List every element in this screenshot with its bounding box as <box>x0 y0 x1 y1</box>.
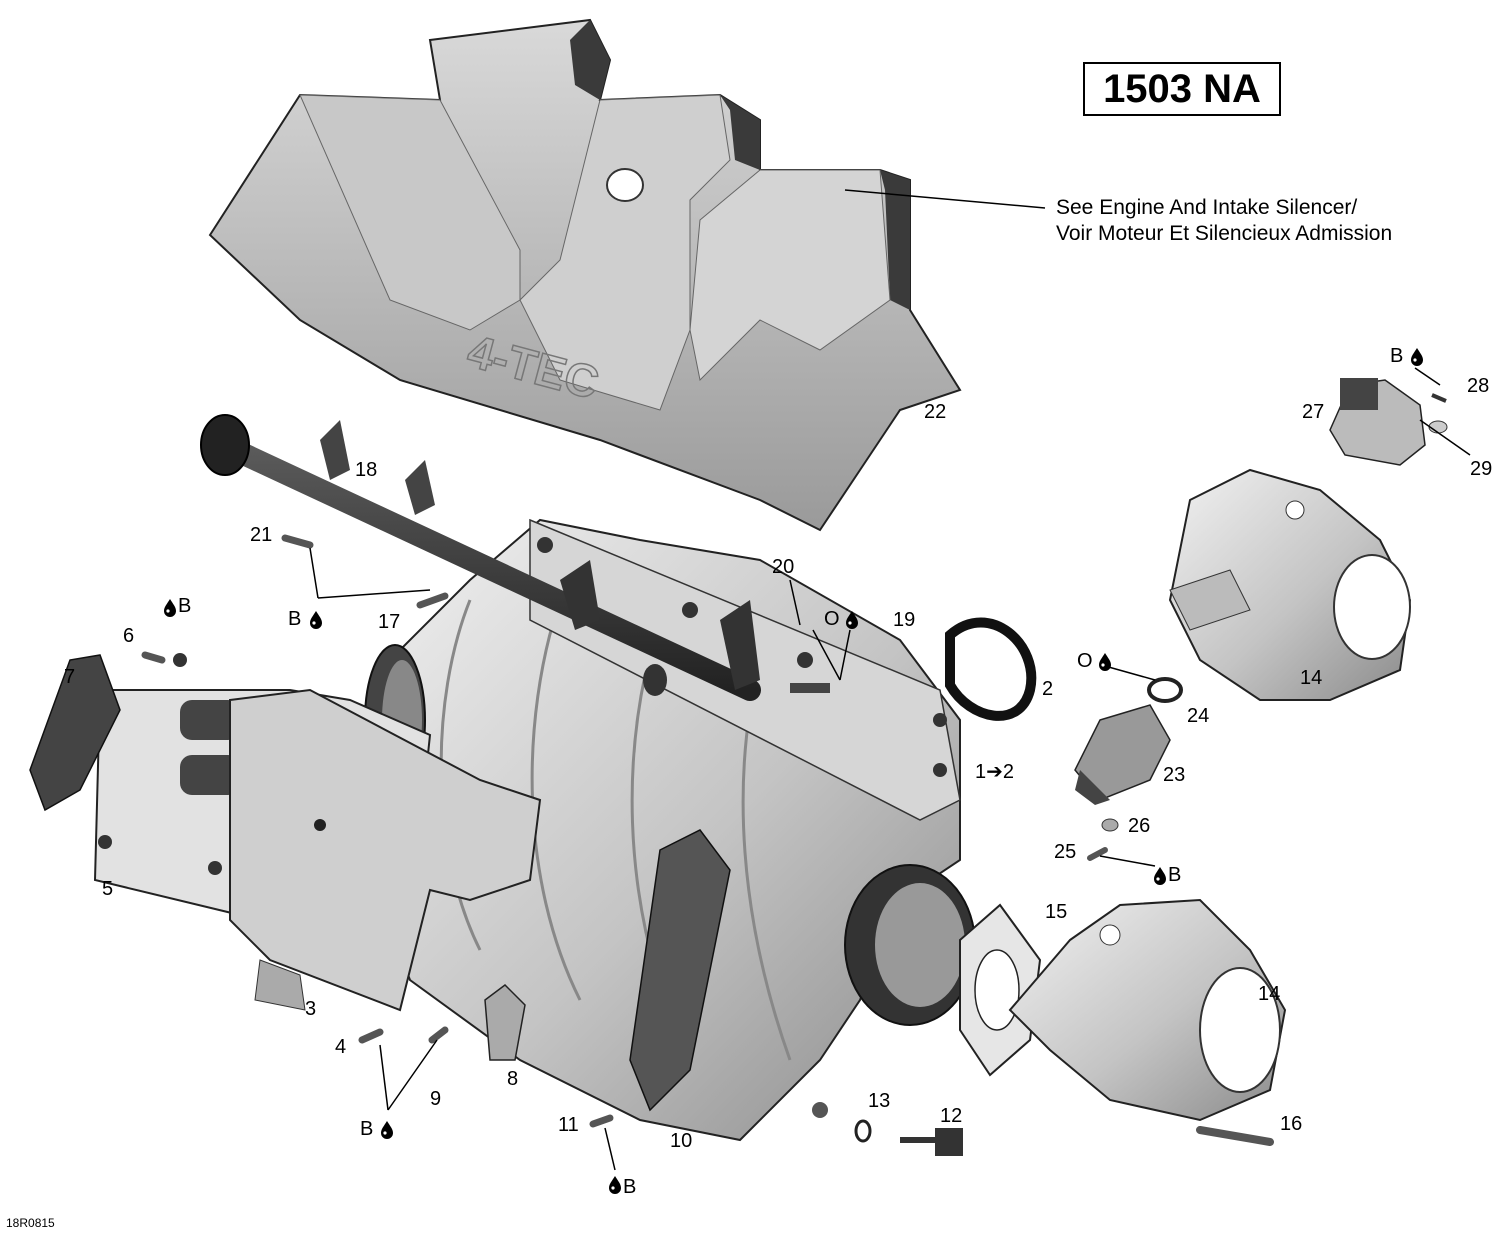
model-code: 1503 NA <box>1103 66 1261 111</box>
reference-note-line-2: Voir Moteur Et Silencieux Admission <box>1056 222 1393 245</box>
callout-24: 24 <box>1187 705 1209 727</box>
drop-icon <box>1154 867 1166 885</box>
callout-20: 20 <box>772 556 794 578</box>
drop-icon <box>1099 653 1111 671</box>
callout-6: 6 <box>123 625 134 647</box>
callout-15: 15 <box>1045 901 1067 923</box>
callout-5: 5 <box>102 878 113 900</box>
lube-mark-20-19: O <box>824 608 858 630</box>
small-bracket <box>484 984 526 1061</box>
svg-text:B: B <box>1168 864 1181 886</box>
lube-mark-21-17: B <box>288 608 322 630</box>
callout-7: 7 <box>64 666 75 688</box>
callout-8: 8 <box>507 1068 518 1090</box>
gasket-ring <box>945 617 1037 721</box>
lube-mark-27: B <box>1390 345 1423 367</box>
lube-mark-24: O <box>1077 650 1111 672</box>
callout-27: 27 <box>1302 401 1324 423</box>
callout-4: 4 <box>335 1036 346 1058</box>
reference-note-line-1: See Engine And Intake Silencer/ <box>1056 196 1358 219</box>
lube-mark-4-9: B <box>360 1118 393 1140</box>
callout-22: 22 <box>924 401 946 423</box>
callout-17: 17 <box>378 611 400 633</box>
svg-text:B: B <box>1390 345 1403 367</box>
fuel-rail <box>200 414 761 701</box>
callout-23: 23 <box>1163 764 1185 786</box>
washer-29 <box>1428 420 1448 434</box>
screw-28 <box>1431 393 1447 403</box>
drop-icon <box>1411 348 1423 366</box>
drop-icon <box>381 1121 393 1139</box>
harness-clip <box>629 829 731 1112</box>
lube-mark-6: B <box>164 595 191 617</box>
model-code-box: 1503 NA <box>1083 62 1281 116</box>
engine-cover: 4-TEC <box>208 18 962 532</box>
drop-icon <box>609 1176 621 1194</box>
svg-text:B: B <box>178 595 191 617</box>
clip-part <box>29 654 121 812</box>
callout-16: 16 <box>1280 1113 1302 1135</box>
reference-note: See Engine And Intake Silencer/ Voir Mot… <box>1056 195 1392 247</box>
svg-text:B: B <box>360 1118 373 1140</box>
throttle-body-lower <box>1008 898 1287 1122</box>
drop-icon <box>310 611 322 629</box>
callout-19: 19 <box>893 609 915 631</box>
lube-mark-11: B <box>609 1176 636 1198</box>
callout-2: 2 <box>1042 678 1053 700</box>
svg-text:B: B <box>623 1176 636 1198</box>
fasteners <box>141 534 1274 1156</box>
callout-10: 10 <box>670 1130 692 1152</box>
callout-1: 1➔2 <box>975 761 1014 783</box>
throttle-body-upper <box>1168 468 1412 701</box>
svg-text:B: B <box>288 608 301 630</box>
idle-bypass-valve <box>1074 704 1171 805</box>
o-ring-24 <box>1147 677 1183 703</box>
callout-29: 29 <box>1470 458 1492 480</box>
drop-icon <box>164 599 176 617</box>
throttle-gasket <box>959 903 1042 1077</box>
lubricant-marks: B B O B O B B <box>164 345 1423 1198</box>
callout-3: 3 <box>305 998 316 1020</box>
svg-text:O: O <box>824 608 840 630</box>
callouts: 1➔2 2 3 4 5 6 7 8 9 10 11 12 13 14 14 15… <box>64 375 1492 1152</box>
callout-14-lower: 14 <box>1258 983 1280 1005</box>
callout-18: 18 <box>355 459 377 481</box>
lube-mark-25: B <box>1154 864 1181 886</box>
callout-21: 21 <box>250 524 272 546</box>
callout-25: 25 <box>1054 841 1076 863</box>
leader-lines <box>309 189 1471 1171</box>
figure-id: 18R0815 <box>6 1216 55 1230</box>
callout-11: 11 <box>558 1114 579 1136</box>
throttle-position-sensor <box>1329 378 1426 466</box>
callout-14-upper: 14 <box>1300 667 1322 689</box>
callout-28: 28 <box>1467 375 1489 397</box>
callout-9: 9 <box>430 1088 441 1110</box>
callout-13: 13 <box>868 1090 890 1112</box>
svg-text:O: O <box>1077 650 1093 672</box>
callout-26: 26 <box>1128 815 1150 837</box>
callout-12: 12 <box>940 1105 962 1127</box>
ecm-bracket <box>229 688 542 1012</box>
